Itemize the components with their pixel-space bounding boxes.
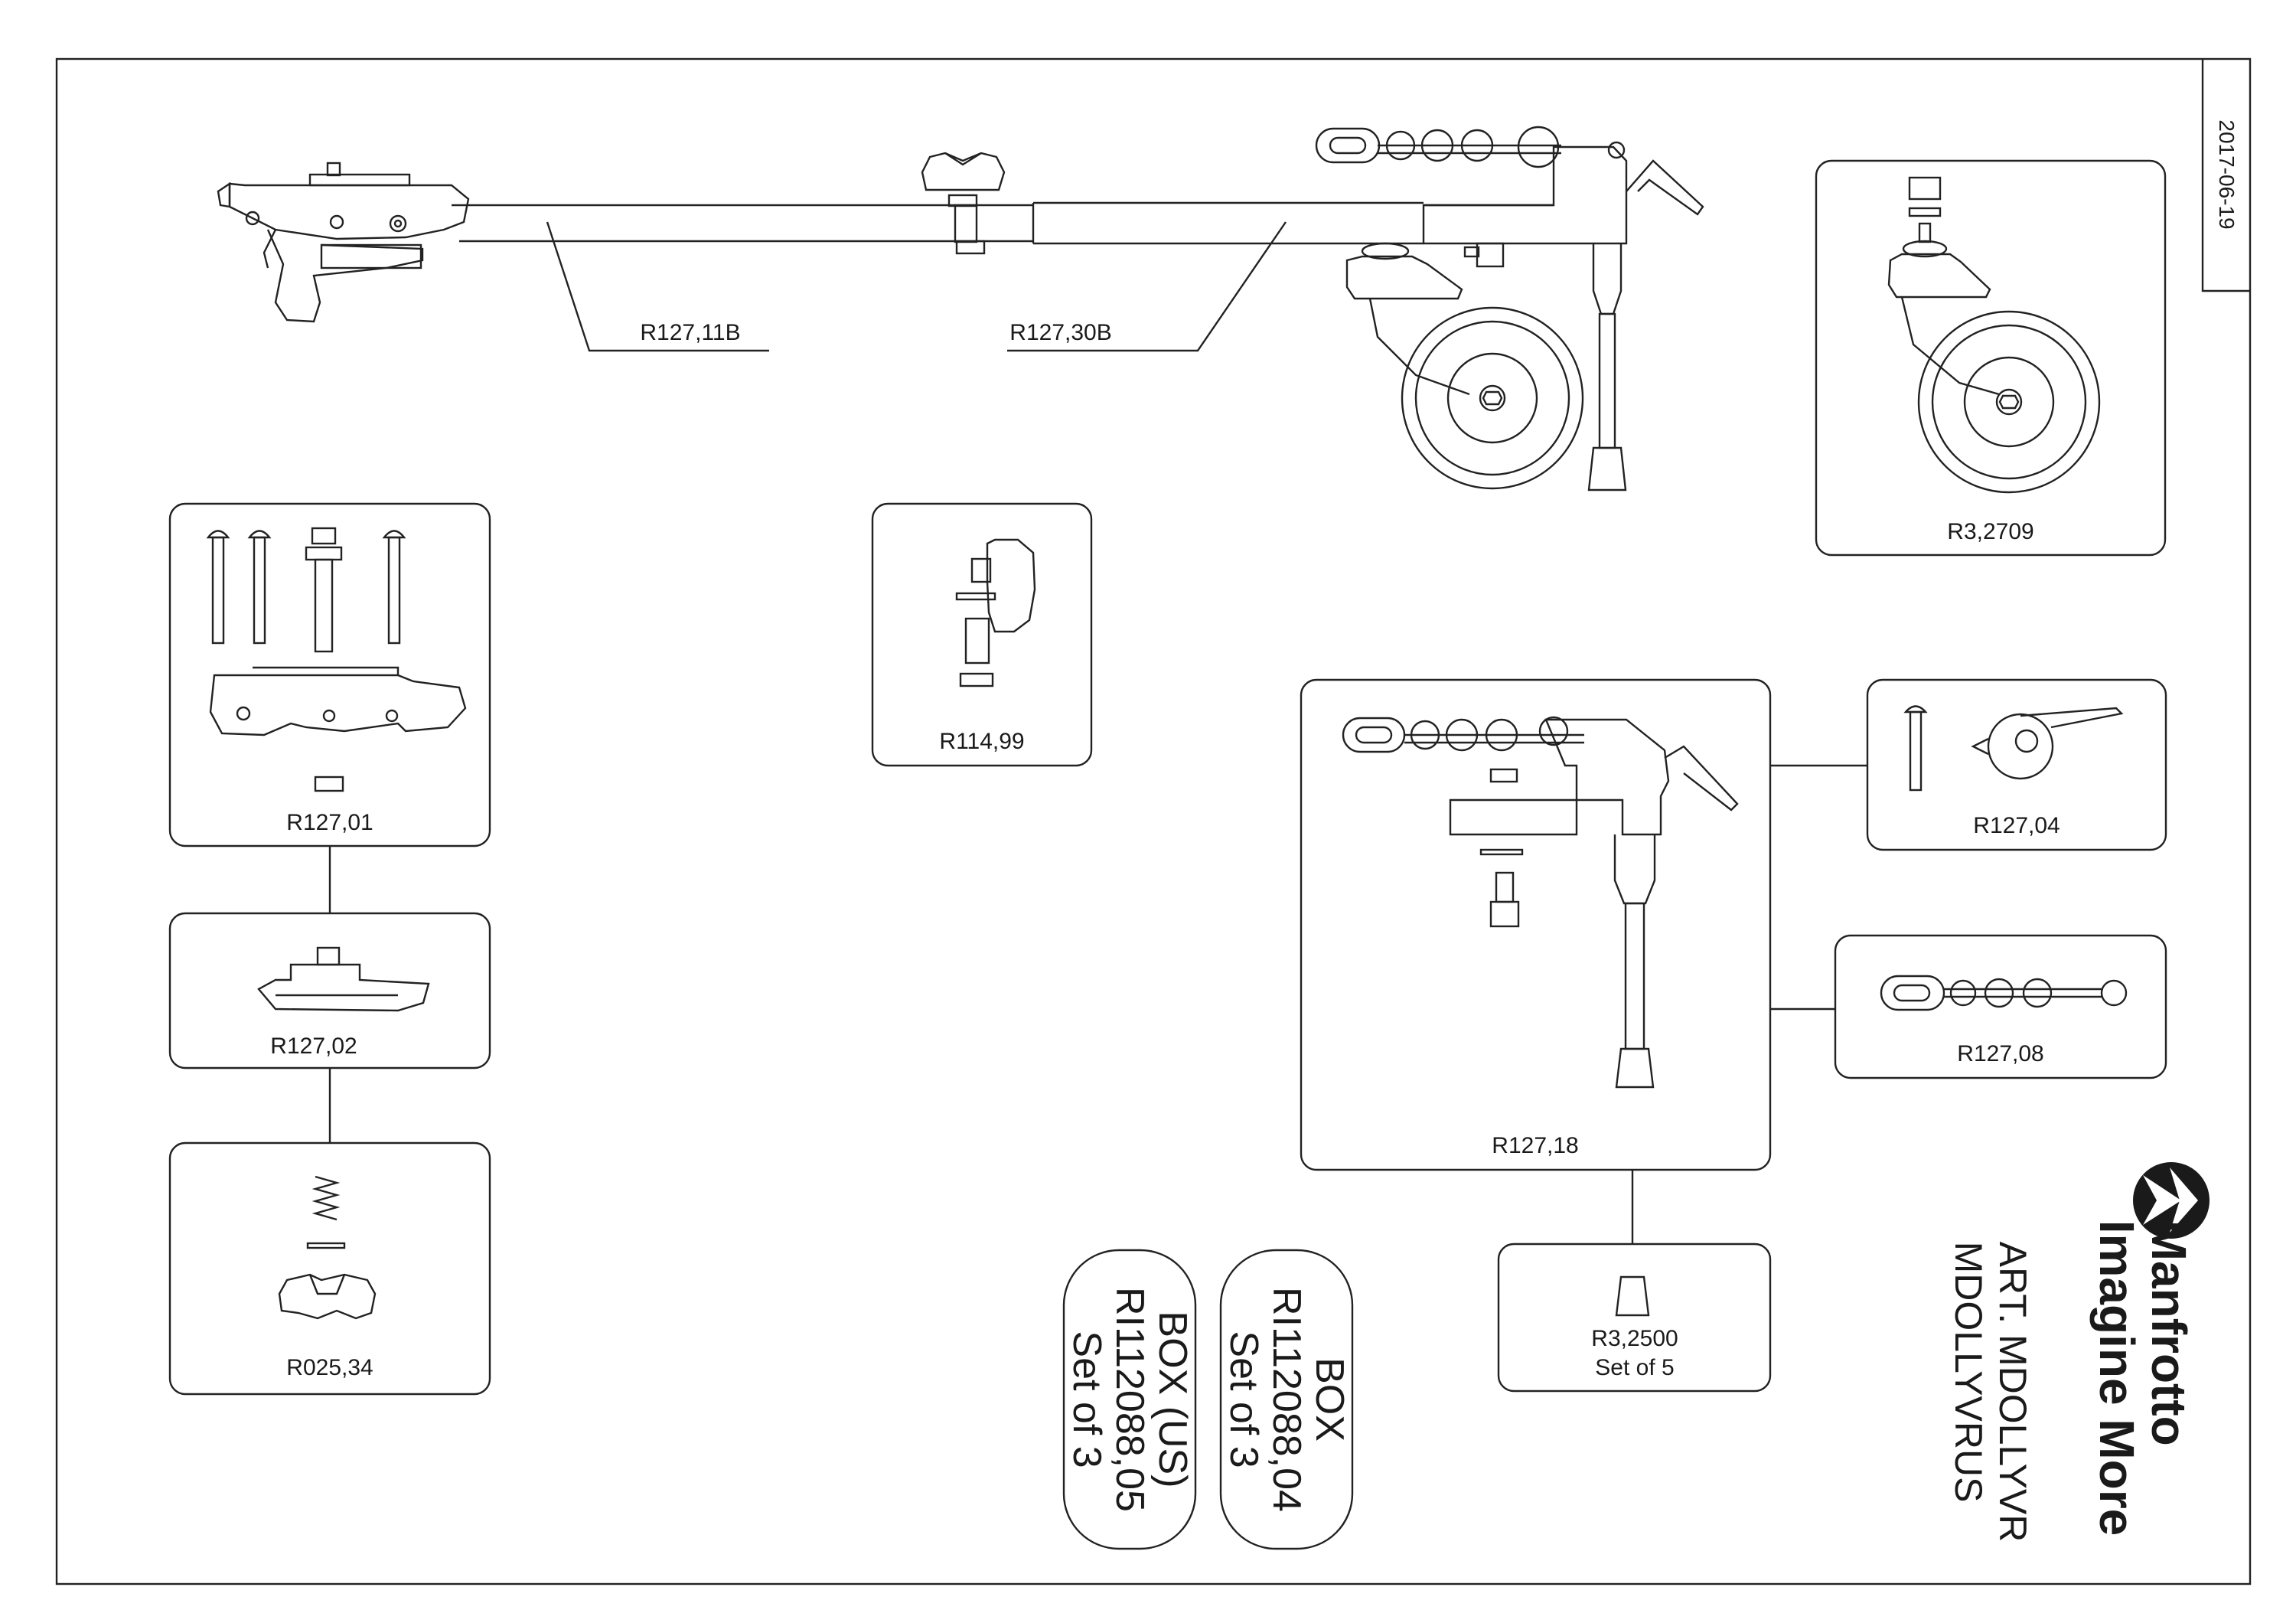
label-r127-01: R127,01 <box>286 810 373 835</box>
box-line3: Set of 3 <box>1221 1331 1266 1468</box>
dolly-leg-assembly <box>217 126 1704 491</box>
part-box-r127-04 <box>1866 678 2167 851</box>
brand-name: Manfrotto <box>2141 1220 2197 1446</box>
manfrotto-logo-icon <box>2133 1162 2210 1239</box>
label-r127-04: R127,04 <box>1973 813 2060 838</box>
brand-block: Manfrotto Imagine More <box>2089 1220 2197 1536</box>
part-box-r127-01 <box>168 502 491 847</box>
part-box-r114-99 <box>871 502 1093 767</box>
box-capsule <box>1219 1249 1354 1550</box>
date-tab <box>2201 59 2250 292</box>
box-us-line2: RI112088,05 <box>1107 1287 1152 1512</box>
box-line2: RI112088,04 <box>1264 1287 1309 1512</box>
article-line1: ART. MDOLLYVR <box>1991 1241 2034 1543</box>
box-line1: BOX <box>1307 1357 1352 1442</box>
label-r127-11b: R127,11B <box>640 320 741 345</box>
sheet-frame <box>55 57 2252 1585</box>
label-r127-18: R127,18 <box>1492 1133 1579 1158</box>
part-box-r3-2500 <box>1497 1243 1772 1393</box>
part-box-wheel <box>1815 159 2167 557</box>
revision-date: 2017-06-19 <box>2215 119 2239 230</box>
label-r3-2500-qty: Set of 5 <box>1595 1355 1675 1380</box>
label-r127-02: R127,02 <box>270 1034 357 1059</box>
label-r127-30b: R127,30B <box>1009 320 1112 345</box>
box-text: BOX RI112088,04 Set of 3 <box>1221 1287 1352 1512</box>
label-r3-2709: R3,2709 <box>1947 519 2034 544</box>
label-r025-34: R025,34 <box>286 1355 373 1380</box>
article-line2: MDOLLYVRUS <box>1947 1241 1990 1503</box>
box-us-line3: Set of 3 <box>1065 1331 1109 1468</box>
article-number: ART. MDOLLYVR MDOLLYVRUS <box>1946 1242 2035 1543</box>
part-box-r127-18 <box>1300 678 1772 1171</box>
label-r114-99: R114,99 <box>939 729 1025 754</box>
brand-tagline: Imagine More <box>2089 1220 2144 1536</box>
box-us-line1: BOX (US) <box>1150 1311 1195 1488</box>
box-us-capsule <box>1062 1249 1197 1550</box>
box-us-text: BOX (US) RI112088,05 Set of 3 <box>1065 1287 1195 1512</box>
label-r127-08: R127,08 <box>1957 1041 2044 1066</box>
part-box-r127-08 <box>1834 934 2167 1079</box>
label-r3-2500: R3,2500 <box>1591 1326 1678 1351</box>
